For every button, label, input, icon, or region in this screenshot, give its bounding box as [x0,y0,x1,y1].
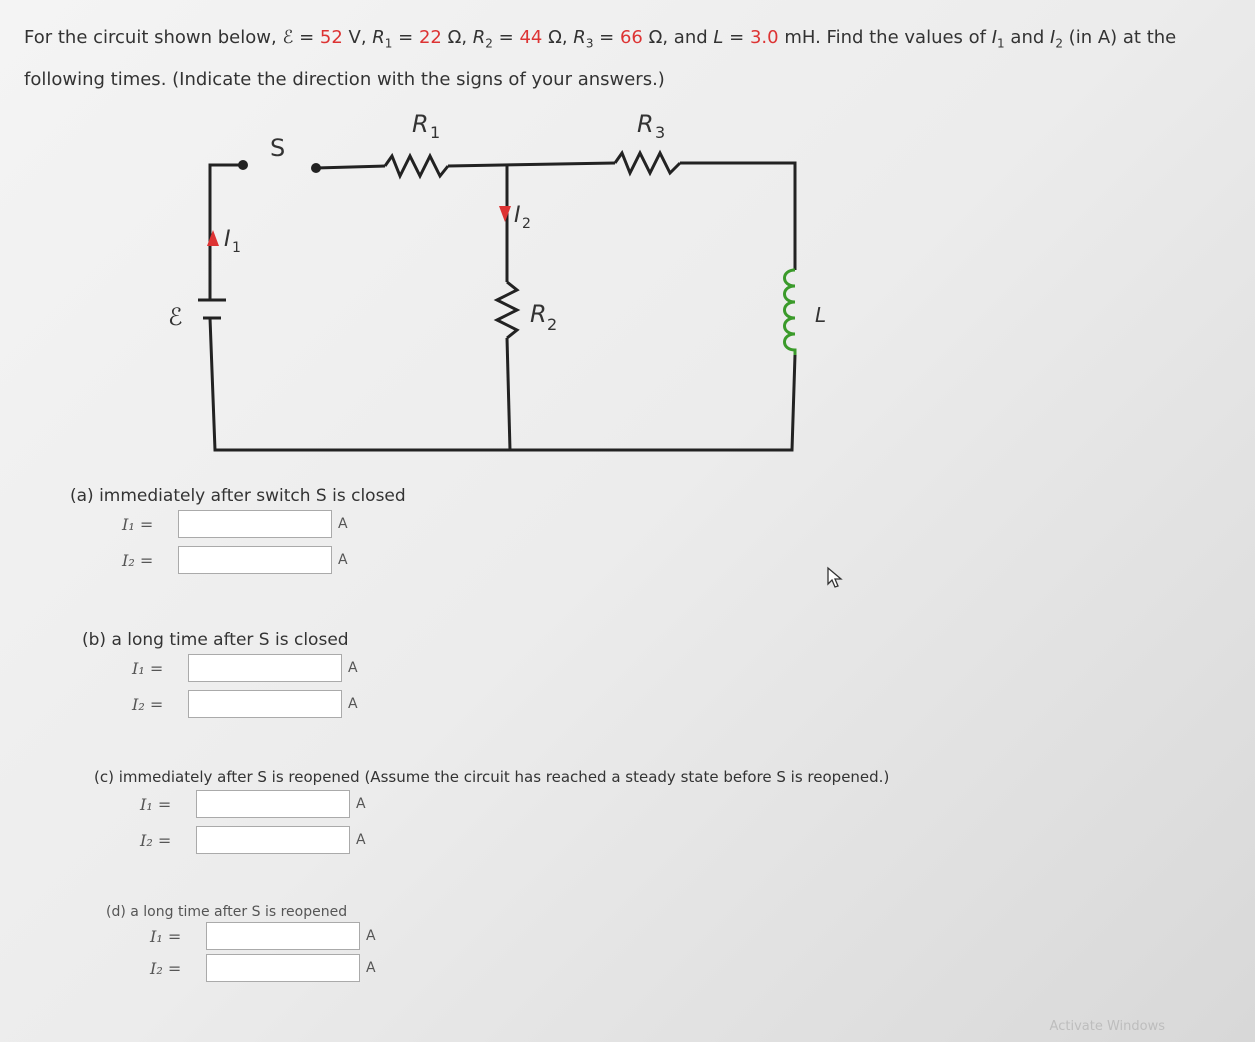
mouse-cursor-icon [827,566,843,588]
svg-text:3: 3 [655,123,665,142]
switch-terminal-right [311,163,321,173]
part-b-i2-input[interactable] [188,690,342,718]
current-i2-arrow [499,206,511,222]
part-c-i1-input[interactable] [196,790,350,818]
emf-label: ℰ [168,303,183,331]
part-c: (c) immediately after S is reopened (Ass… [94,768,889,858]
part-d: (d) a long time after S is reopened I₁ =… [106,904,376,984]
i1-label: I [224,227,231,252]
resistor-r3 [613,149,682,177]
part-a-i1-input[interactable] [178,510,332,538]
switch-blade [243,165,316,168]
svg-text:1: 1 [430,123,440,142]
l-label: L [815,303,826,327]
resistor-r1 [383,152,450,180]
part-b: (b) a long time after S is closed I₁ =A … [82,630,358,722]
part-a: (a) immediately after switch S is closed… [70,486,406,578]
wire-bottom [208,317,797,452]
inductor-l [783,268,797,355]
question-text: For the circuit shown below, ℰ = 52 V, R… [24,27,1177,90]
part-d-i1-input[interactable] [206,922,360,950]
activate-windows-watermark: Activate Windows [1049,1019,1165,1034]
current-i1-arrow [207,230,219,246]
svg-text:1: 1 [232,240,241,256]
part-b-i1-input[interactable] [188,654,342,682]
switch-label: S [270,134,285,162]
wire-top [315,164,386,170]
part-d-i2-input[interactable] [206,954,360,982]
switch-terminal-left [238,160,248,170]
wire-left [208,163,243,300]
i2-label: I [514,203,521,228]
svg-text:2: 2 [522,216,531,232]
part-c-i2-input[interactable] [196,826,350,854]
part-a-i2-input[interactable] [178,546,332,574]
r2-label: R [530,300,547,328]
resistor-r2 [493,280,521,340]
r1-label: R [412,110,429,138]
svg-text:2: 2 [547,315,557,334]
r3-label: R [637,110,654,138]
